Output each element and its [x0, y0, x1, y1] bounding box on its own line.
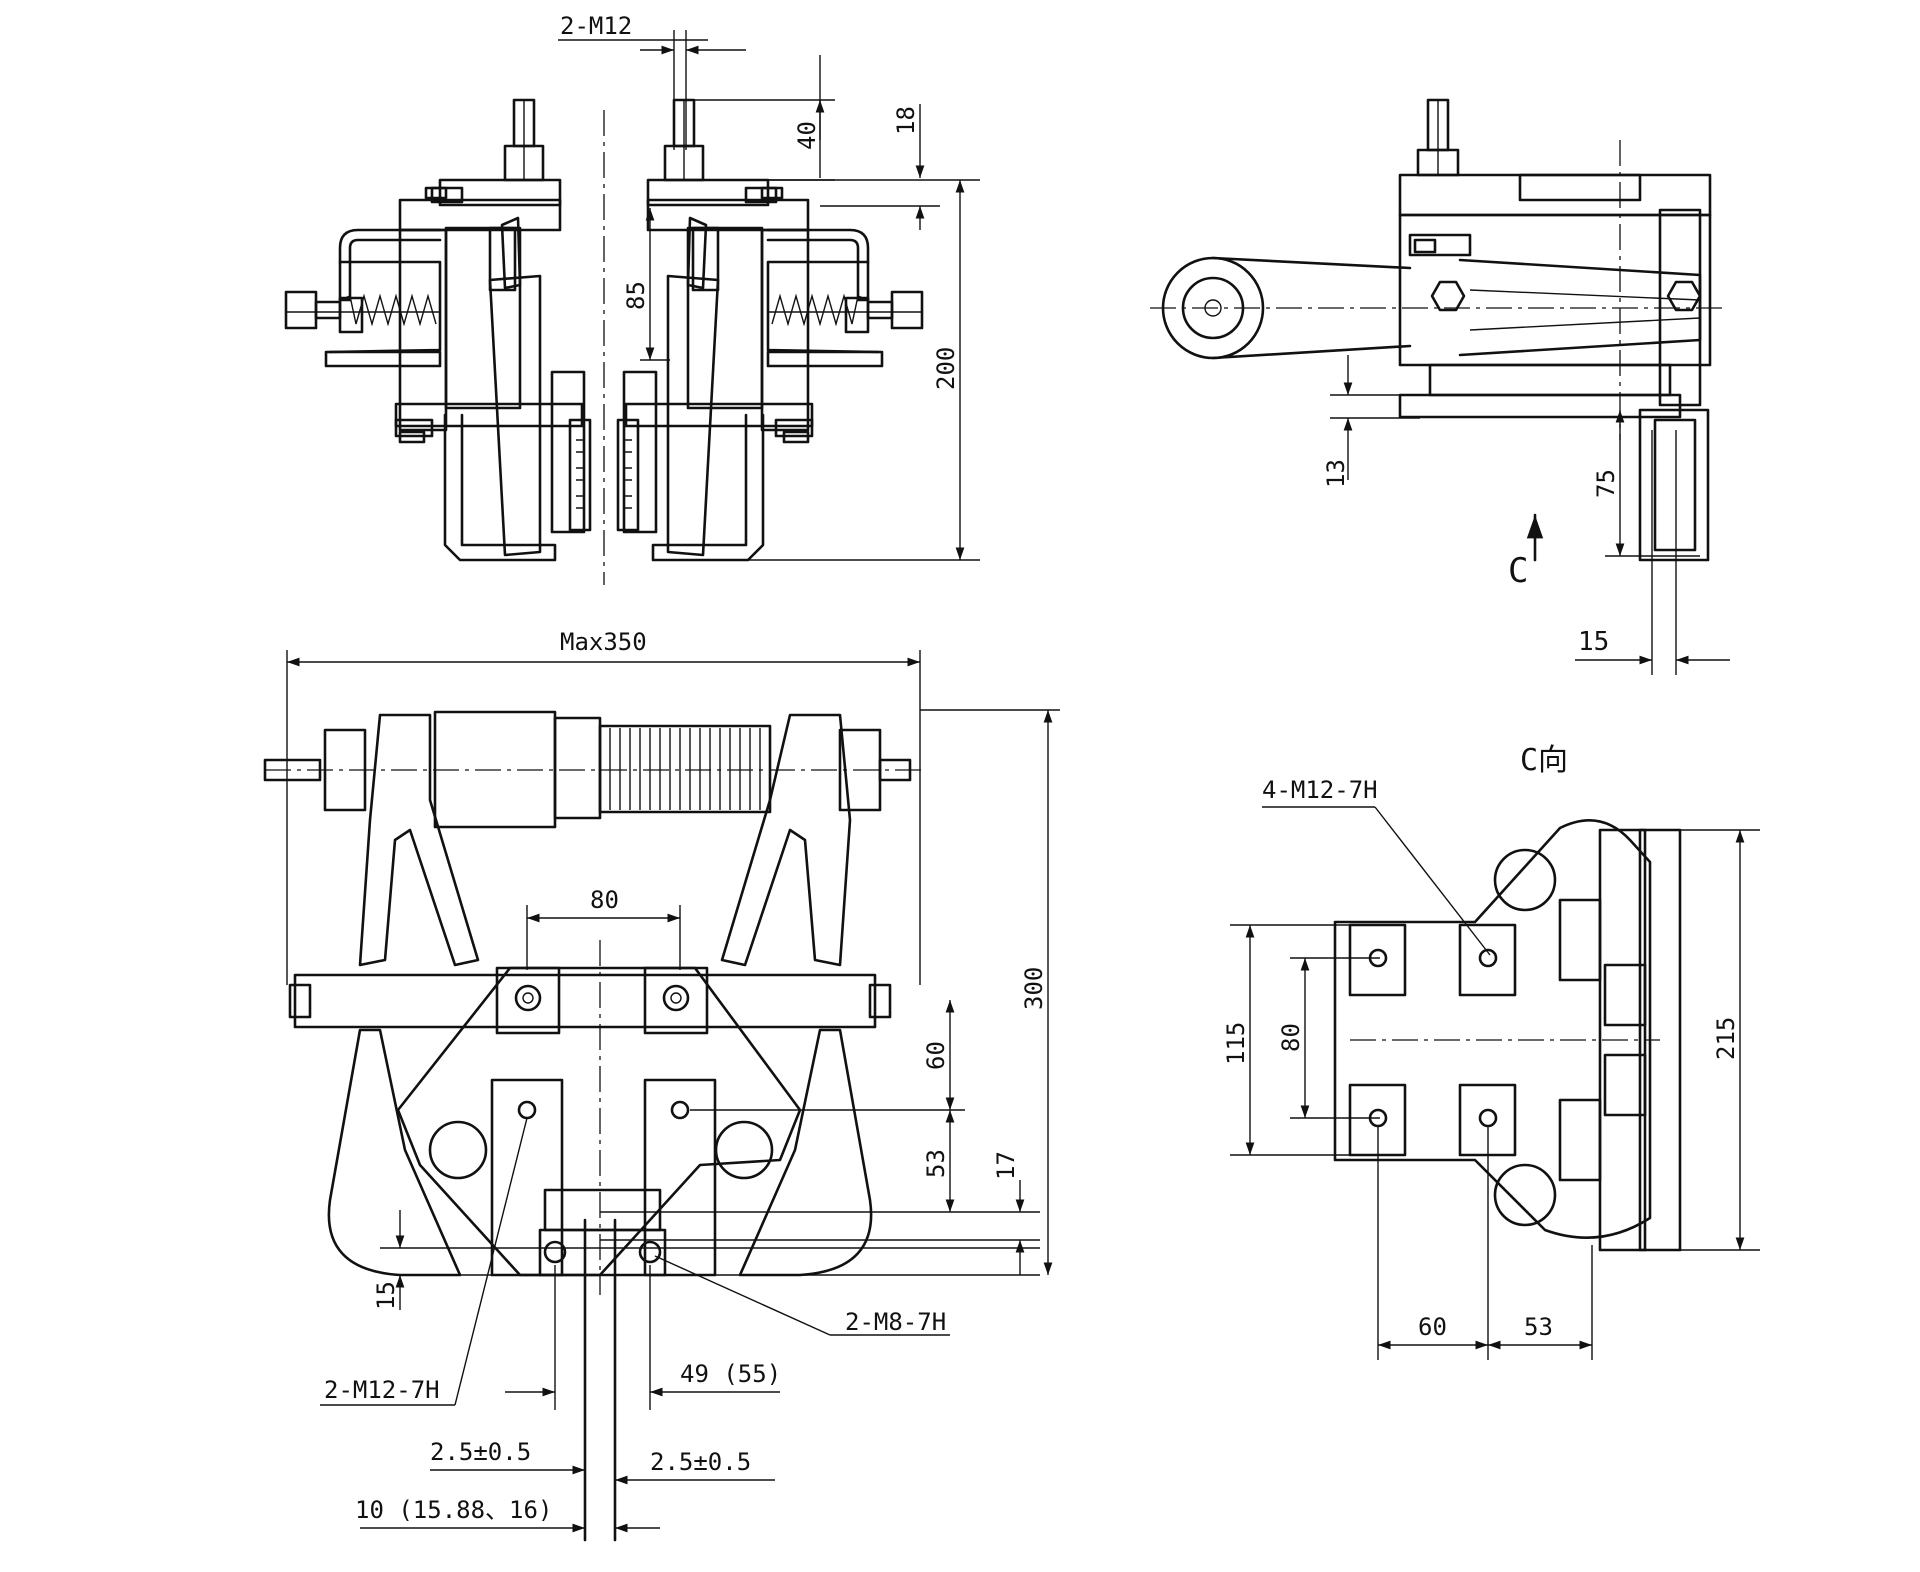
dim-18: 18 — [892, 106, 920, 135]
view-c: C向 4-M12-7H 115 80 — [1222, 743, 1760, 1360]
tol-gap-left: 2.5±0.5 — [430, 1438, 531, 1466]
top-view-dimensions: 2-M12 40 18 200 85 — [558, 12, 980, 561]
dim-40: 40 — [793, 121, 821, 150]
dim-215: 215 — [1712, 1017, 1740, 1060]
dim-80-front: 80 — [590, 886, 619, 914]
thread-2-m12-7h-front: 2-M12-7H — [324, 1376, 440, 1404]
dim-60-front: 60 — [922, 1041, 950, 1070]
left-caliper-top — [284, 98, 592, 562]
view-c-arrow: C — [1508, 551, 1528, 591]
dim-75: 75 — [1592, 469, 1620, 498]
side-view: 13 75 15 C — [1150, 98, 1730, 675]
dim-85: 85 — [622, 281, 650, 310]
dim-200: 200 — [932, 347, 960, 390]
dim-max350: Max350 — [560, 628, 647, 656]
thread-4-m12-7h: 4-M12-7H — [1262, 776, 1378, 804]
label-2-m12-top: 2-M12 — [560, 12, 632, 40]
dim-115: 115 — [1222, 1022, 1250, 1065]
dim-15-side: 15 — [1578, 627, 1609, 657]
thread-2-m8-7h: 2-M8-7H — [845, 1308, 946, 1336]
top-view: 2-M12 40 18 200 85 — [284, 12, 980, 585]
view-c-title: C向 — [1520, 743, 1568, 778]
dim-80-view-c: 80 — [1277, 1023, 1305, 1052]
tol-gap-right: 2.5±0.5 — [650, 1448, 751, 1476]
dim-53-view-c: 53 — [1524, 1313, 1553, 1341]
dim-53-front: 53 — [922, 1149, 950, 1178]
dim-60-view-c: 60 — [1418, 1313, 1447, 1341]
right-caliper-top — [616, 98, 924, 562]
front-view: Max350 80 300 60 53 17 15 2-M8-7H 2-M12-… — [263, 628, 1060, 1542]
spring-coils — [609, 728, 761, 810]
dim-disc-thickness: 10 (15.88、16) — [355, 1496, 552, 1524]
dim-15-front: 15 — [372, 1281, 400, 1310]
dim-300: 300 — [1020, 967, 1048, 1010]
dim-13: 13 — [1322, 459, 1350, 488]
dim-17: 17 — [992, 1151, 1020, 1180]
dim-49-55: 49 (55) — [680, 1360, 781, 1388]
